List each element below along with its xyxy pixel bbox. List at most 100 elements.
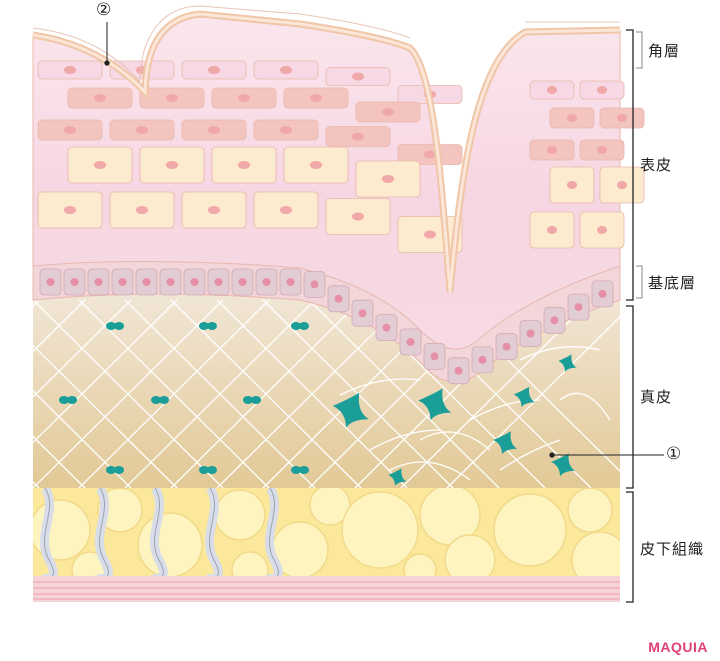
- cell-nucleus: [352, 212, 364, 221]
- label-basal-layer: 基底層: [648, 274, 697, 292]
- fibroblast-cell: [159, 396, 169, 404]
- fibroblast-cell: [299, 466, 309, 474]
- fibroblast-cell: [388, 468, 407, 486]
- cell-nucleus: [214, 278, 223, 286]
- cell-nucleus: [352, 72, 364, 81]
- cell-nucleus: [550, 316, 559, 325]
- label-epidermis: 表皮: [640, 156, 673, 174]
- collagen-fiber: [33, 299, 86, 488]
- cell-nucleus: [478, 355, 487, 364]
- cell-nucleus: [94, 161, 106, 169]
- fat-cell: [444, 534, 496, 576]
- cell-nucleus: [382, 175, 394, 183]
- collagen-fiber: [33, 299, 86, 488]
- cell-nucleus: [136, 206, 148, 214]
- fibroblast-cell: [291, 466, 301, 474]
- marker-2: ②: [96, 0, 112, 20]
- cell-nucleus: [358, 309, 367, 318]
- collagen-fiber: [78, 299, 270, 488]
- blood-vessel-line: [269, 488, 279, 576]
- fibroblast-cell: [151, 396, 161, 404]
- elastic-fiber: [419, 431, 491, 451]
- cell-nucleus: [46, 278, 55, 286]
- subcutaneous-layer: [33, 488, 620, 602]
- cell-nucleus: [118, 278, 127, 286]
- fat-cell: [571, 531, 620, 576]
- fibroblast-cell: [551, 453, 576, 477]
- fibroblast-cell: [513, 386, 535, 408]
- collagen-fiber: [170, 299, 362, 488]
- cell-nucleus: [286, 278, 295, 286]
- fat-cell: [231, 551, 269, 576]
- fibroblast-cell: [332, 392, 369, 428]
- fibroblast-cell: [114, 466, 124, 474]
- cell-nucleus: [567, 181, 577, 189]
- maquia-logo: MAQUIA: [648, 639, 708, 655]
- fat-cell: [341, 491, 419, 569]
- fibroblast-cell: [199, 466, 209, 474]
- cell-nucleus: [310, 161, 322, 169]
- collagen-fiber: [124, 299, 316, 488]
- fibroblast-cell: [207, 466, 217, 474]
- collagen-fiber: [33, 299, 178, 488]
- fibroblast-cell: [106, 322, 116, 330]
- marker-1: ①: [666, 444, 682, 464]
- cell-nucleus: [238, 278, 247, 286]
- cell-nucleus: [352, 132, 364, 141]
- cell-nucleus: [334, 294, 343, 303]
- cell-nucleus: [208, 126, 220, 134]
- fibroblast-cell: [114, 322, 124, 330]
- cell-nucleus: [64, 66, 76, 74]
- cell-nucleus: [136, 126, 148, 134]
- cell-nucleus: [310, 280, 319, 289]
- fat-cell: [137, 512, 203, 576]
- fat-cell: [493, 493, 567, 567]
- cell-nucleus: [547, 146, 557, 154]
- epidermis-layer: [32, 5, 645, 385]
- cell-nucleus: [166, 94, 178, 102]
- cell-nucleus: [262, 278, 271, 286]
- cell-nucleus: [424, 150, 436, 159]
- collagen-fiber: [33, 299, 132, 488]
- blood-vessel-line: [209, 488, 219, 576]
- fibroblast-cell: [106, 466, 116, 474]
- fibroblast-cell: [493, 431, 518, 455]
- cell-nucleus: [382, 323, 391, 332]
- cell-nucleus: [190, 278, 199, 286]
- cell-nucleus: [617, 114, 627, 122]
- fat-cell: [33, 499, 91, 561]
- cell-nucleus: [597, 146, 607, 154]
- cell-nucleus: [166, 278, 175, 286]
- cell-nucleus: [280, 126, 292, 134]
- cell-nucleus: [597, 86, 607, 94]
- cell-nucleus: [64, 206, 76, 214]
- cell-nucleus: [597, 226, 607, 234]
- cell-nucleus: [238, 161, 250, 169]
- cell-nucleus: [310, 94, 322, 102]
- cell-nucleus: [526, 329, 535, 338]
- fibroblast-cell: [558, 354, 577, 372]
- fibroblast-cell: [59, 396, 69, 404]
- fibroblast-cell: [243, 396, 253, 404]
- fat-cell: [567, 488, 613, 533]
- cell-nucleus: [166, 161, 178, 169]
- label-stratum-corneum: 角層: [648, 42, 681, 60]
- cell-nucleus: [94, 94, 106, 102]
- fibroblast-cell: [207, 322, 217, 330]
- cell-nucleus: [406, 338, 415, 346]
- cell-nucleus: [94, 278, 103, 286]
- fat-cell: [309, 488, 351, 526]
- blood-vessel-line: [154, 488, 164, 576]
- fat-cell: [214, 489, 266, 541]
- fibroblast-cell: [418, 388, 452, 421]
- fat-cell: [403, 553, 437, 576]
- cell-nucleus: [64, 126, 76, 134]
- collagen-fiber: [216, 299, 408, 488]
- blood-vessel-line: [99, 488, 109, 576]
- label-subcutaneous: 皮下組織: [640, 540, 705, 558]
- elastic-fiber: [339, 378, 421, 396]
- cell-nucleus: [424, 230, 436, 239]
- fibroblast-cell: [67, 396, 77, 404]
- cell-nucleus: [547, 226, 557, 234]
- fibroblast-cell: [251, 396, 261, 404]
